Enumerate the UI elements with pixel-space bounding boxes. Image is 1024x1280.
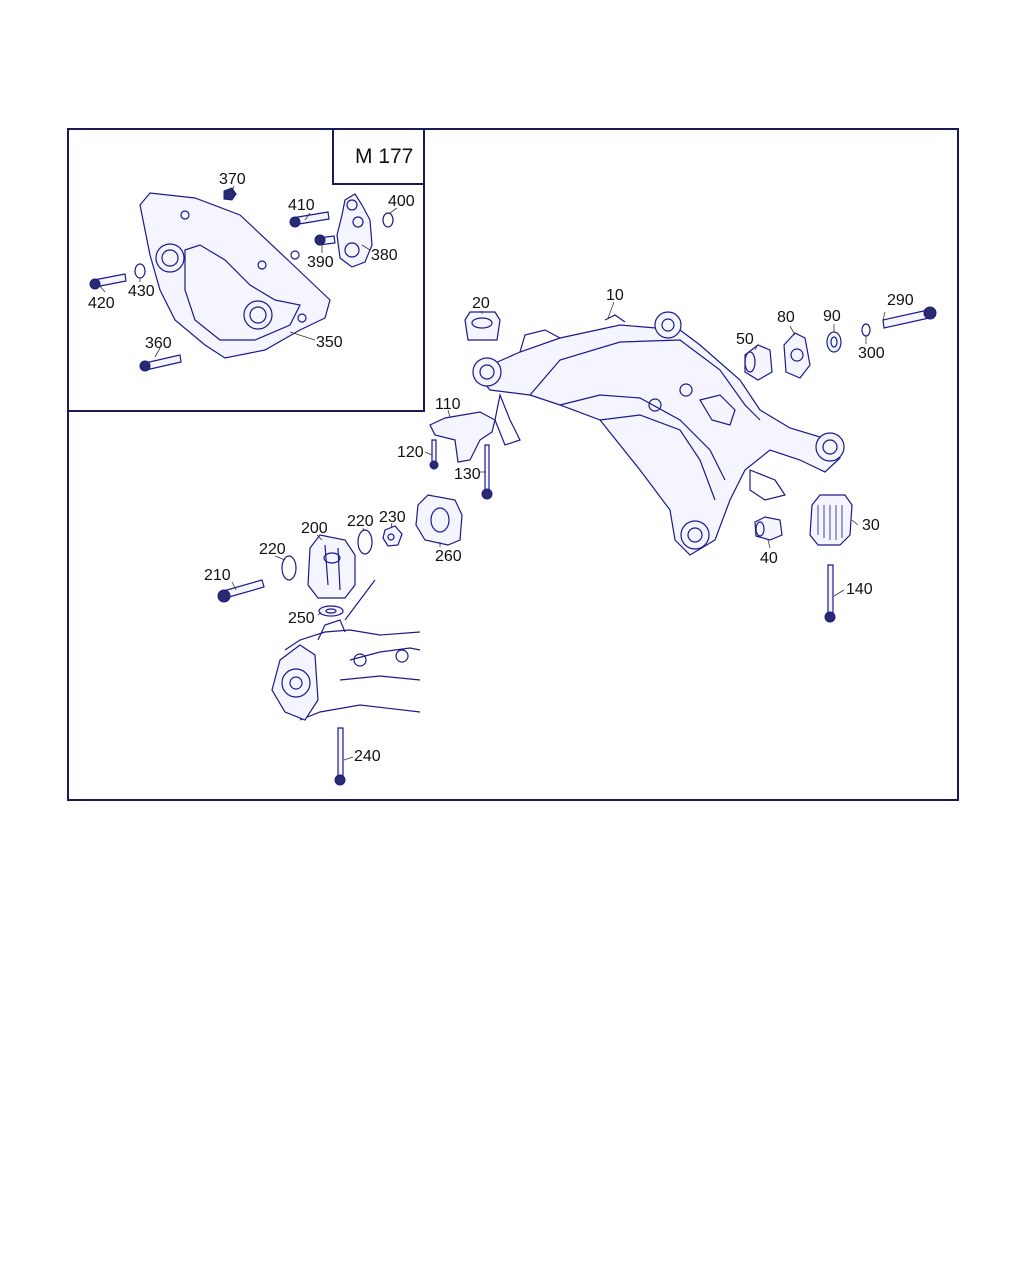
part-360-bolt (139, 354, 182, 372)
callout-210: 210 (204, 567, 231, 584)
part-20-bushing (464, 311, 501, 341)
part-50-bushing (744, 344, 773, 381)
part-200-mount (307, 534, 356, 599)
part-240-bolt (334, 727, 346, 786)
callout-240: 240 (354, 748, 381, 765)
part-300-washer (861, 323, 871, 337)
part-210-bolt (217, 579, 265, 603)
part-370-nut (223, 187, 237, 201)
part-110-bracket (429, 411, 496, 463)
part-40-bushing (754, 516, 783, 541)
part-90-washer (826, 331, 842, 353)
diagram-frame (67, 128, 959, 801)
part-80-mount (783, 332, 811, 379)
callout-290: 290 (887, 292, 914, 309)
part-250-washer (318, 605, 344, 617)
callout-130: 130 (454, 466, 481, 483)
callout-360: 360 (145, 335, 172, 352)
part-220-washer-upper (357, 529, 373, 555)
part-350-bracket (139, 192, 331, 359)
callout-350: 350 (316, 334, 343, 351)
part-220-washer-lower (281, 555, 297, 581)
callout-40: 40 (760, 550, 778, 567)
part-120-bolt (429, 439, 439, 470)
callout-370: 370 (219, 171, 246, 188)
callout-410: 410 (288, 197, 315, 214)
part-400-washer (382, 212, 394, 228)
inset-frame (68, 129, 425, 412)
callout-110: 110 (435, 396, 461, 413)
part-430-washer (134, 263, 146, 279)
callout-10: 10 (606, 287, 624, 304)
part-420-bolt (89, 273, 127, 290)
differential-housing (271, 579, 421, 721)
callout-90: 90 (823, 308, 841, 325)
part-130-bolt (481, 444, 493, 500)
part-410-bolt (289, 211, 330, 228)
callout-50: 50 (736, 331, 754, 348)
part-140-bolt (824, 564, 836, 623)
callout-300: 300 (858, 345, 885, 362)
part-290-bolt (882, 306, 937, 329)
inset-title-box (332, 129, 424, 185)
callout-250: 250 (288, 610, 315, 627)
callout-labels: 370 410 400 390 380 430 420 360 350 20 1… (88, 171, 914, 765)
callout-80: 80 (777, 309, 795, 326)
callout-120: 120 (397, 444, 424, 461)
leader-lines (99, 185, 886, 761)
part-10-subframe (472, 311, 845, 556)
callout-140: 140 (846, 581, 873, 598)
callout-20: 20 (472, 295, 490, 312)
callout-380: 380 (371, 247, 398, 264)
callout-400: 400 (388, 193, 415, 210)
part-380-mount-bracket (336, 193, 373, 268)
callout-220-lower: 220 (259, 541, 286, 558)
callout-200: 200 (301, 520, 328, 537)
callout-390: 390 (307, 254, 334, 271)
callout-430: 430 (128, 283, 155, 300)
part-390-bolt (314, 234, 336, 246)
inset-title: M 177 (355, 145, 413, 168)
callout-220-upper: 220 (347, 513, 374, 530)
part-260-mount (415, 494, 463, 546)
callout-420: 420 (88, 295, 115, 312)
callout-260: 260 (435, 548, 462, 565)
callout-230: 230 (379, 509, 406, 526)
callout-30: 30 (862, 517, 880, 534)
part-30-mount (809, 494, 853, 546)
part-230-nut (382, 525, 403, 547)
